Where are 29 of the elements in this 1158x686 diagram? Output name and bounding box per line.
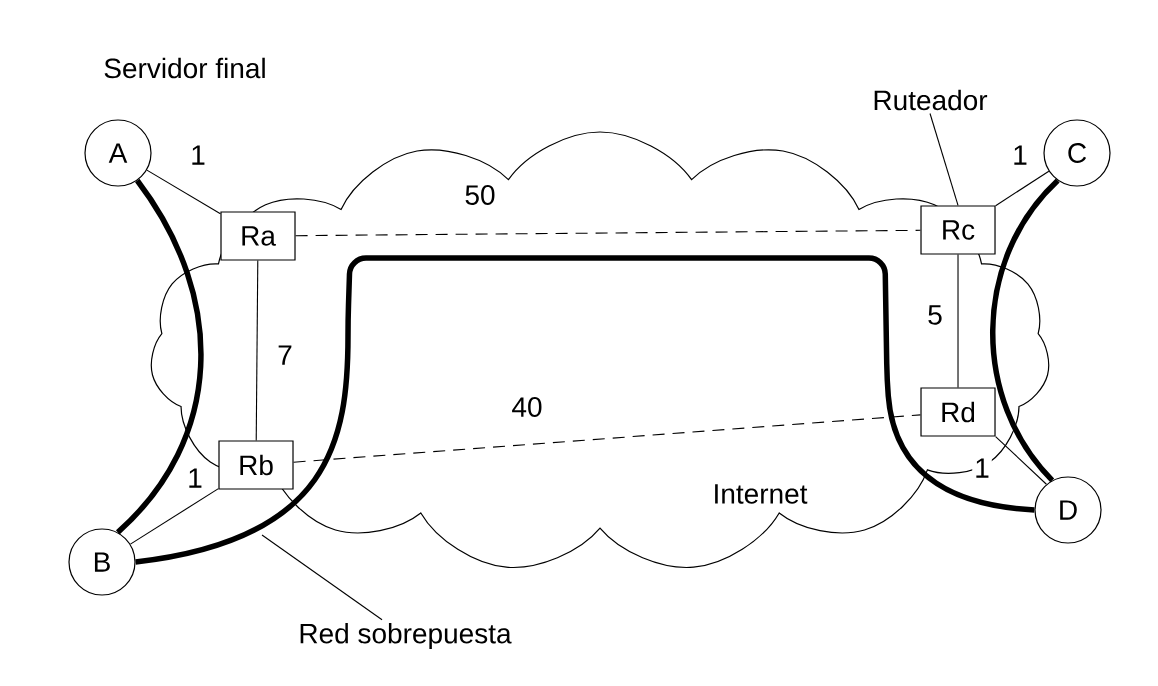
edge-label: 1 bbox=[188, 143, 208, 167]
edge-label: 1 bbox=[185, 466, 205, 490]
link-line bbox=[146, 169, 221, 215]
callout-text: Ruteador bbox=[874, 89, 988, 111]
edge-label: 40 bbox=[509, 395, 545, 419]
link-line bbox=[957, 254, 959, 388]
callout-text: Red sobrepuesta bbox=[300, 622, 512, 650]
overlay-path bbox=[135, 255, 1035, 565]
router-box: Ra bbox=[220, 211, 296, 261]
edge-label: 5 bbox=[925, 303, 945, 327]
link-line bbox=[255, 260, 259, 441]
leader-line bbox=[261, 534, 383, 621]
router-box: Rd bbox=[920, 387, 996, 437]
edge-label: 1 bbox=[972, 456, 992, 480]
link-line bbox=[293, 414, 921, 463]
link-line bbox=[129, 488, 219, 545]
link-line bbox=[995, 436, 1047, 485]
callout-text: Servidor final bbox=[101, 55, 269, 81]
router-box: Rb bbox=[218, 440, 294, 490]
edge-label: 7 bbox=[275, 343, 295, 367]
edge-label: 1 bbox=[1010, 143, 1030, 167]
callout-text: Internet bbox=[710, 482, 810, 506]
link-line bbox=[295, 229, 921, 237]
router-box: Rc bbox=[920, 205, 996, 255]
edge-label: 50 bbox=[462, 183, 498, 207]
leader-line bbox=[929, 112, 959, 206]
overlay-path bbox=[115, 178, 204, 535]
link-line bbox=[995, 170, 1050, 207]
overlay-path bbox=[990, 178, 1060, 483]
